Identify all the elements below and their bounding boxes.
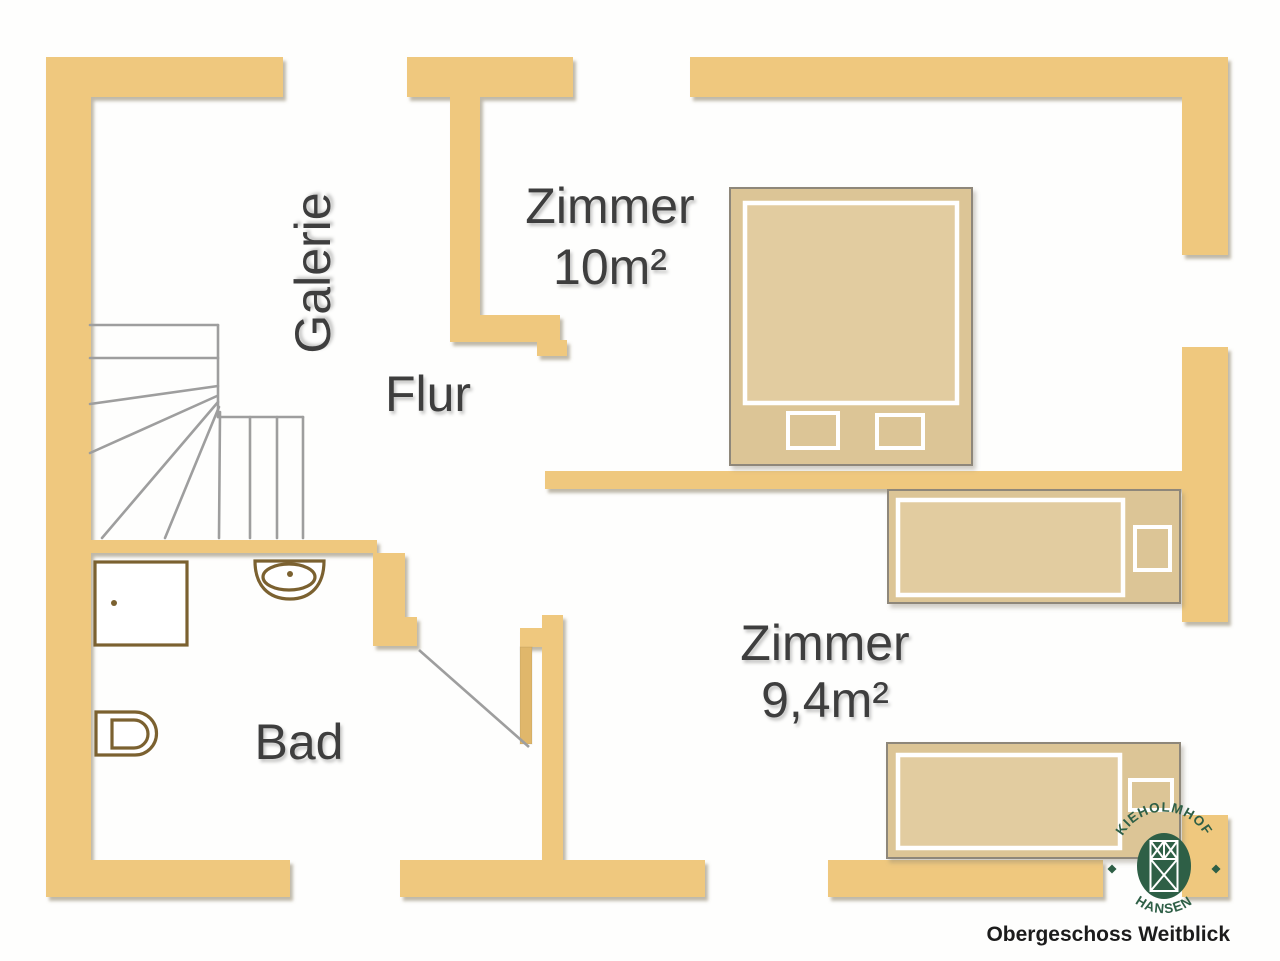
single-bed-icon [887, 489, 1181, 604]
wall-zimmer94-west [542, 615, 563, 860]
logo-dot-icon [1107, 864, 1117, 874]
room-label-bad: Bad [255, 713, 344, 771]
wall-flur-zimmer10-foot [450, 315, 560, 342]
stair-winder [100, 400, 220, 540]
room-area: 9,4m² [761, 672, 889, 728]
door-leaf [519, 646, 533, 745]
wall-bad-east-foot [373, 617, 417, 646]
room-name: Zimmer [740, 615, 910, 671]
wall-zimmer94-west-lip [520, 628, 542, 647]
single-bed-icon [886, 742, 1181, 859]
wall-bad-east [373, 553, 405, 617]
stair-winder [217, 410, 222, 540]
stair-winder [163, 405, 221, 540]
logo-arc-bottom: HANSEN [1133, 893, 1195, 916]
plan-caption: Obergeschoss Weitblick [986, 923, 1230, 946]
door-swing-line [418, 649, 530, 748]
wall-right-a [1182, 97, 1228, 255]
room-label-zimmer94: Zimmer 9,4m² [740, 615, 909, 729]
double-bed-icon [729, 187, 973, 466]
wall-bottom-c [828, 860, 1103, 897]
sink-icon [253, 559, 326, 601]
stair-winder [88, 384, 220, 406]
wall-right-b [1182, 347, 1228, 622]
room-label-galerie: Galerie [284, 192, 342, 353]
logo-dot-icon [1211, 864, 1221, 874]
staircase-icon [88, 323, 305, 540]
wall-room-divider [545, 471, 1182, 489]
logo-timber-symbol-icon [1149, 840, 1179, 892]
shower-icon [93, 560, 189, 647]
room-name: Bad [254, 714, 344, 770]
walls [46, 57, 1228, 897]
beds [729, 187, 1181, 859]
wall-top-b [407, 57, 573, 97]
wall-flur-zimmer10-jamb [537, 340, 567, 356]
bathroom-fixtures [93, 559, 326, 757]
room-name: Zimmer [525, 178, 695, 234]
toilet-icon [94, 710, 159, 757]
wall-top-a [46, 57, 283, 97]
logo-arc-bottom-text: HANSEN [1133, 893, 1194, 916]
wall-bottom-b [400, 860, 705, 897]
door [418, 646, 533, 748]
wall-flur-zimmer10 [450, 97, 480, 315]
wall-bad-top [91, 540, 377, 553]
room-label-zimmer10: Zimmer 10m² [525, 176, 694, 298]
room-name: Galerie [285, 192, 341, 354]
room-label-flur: Flur [385, 365, 471, 423]
wall-left [46, 57, 91, 897]
room-area: 10m² [553, 239, 667, 295]
wall-top-c [690, 57, 1228, 97]
stair-winder [88, 394, 219, 455]
wall-bottom-a [46, 860, 290, 897]
room-name: Flur [384, 366, 472, 422]
